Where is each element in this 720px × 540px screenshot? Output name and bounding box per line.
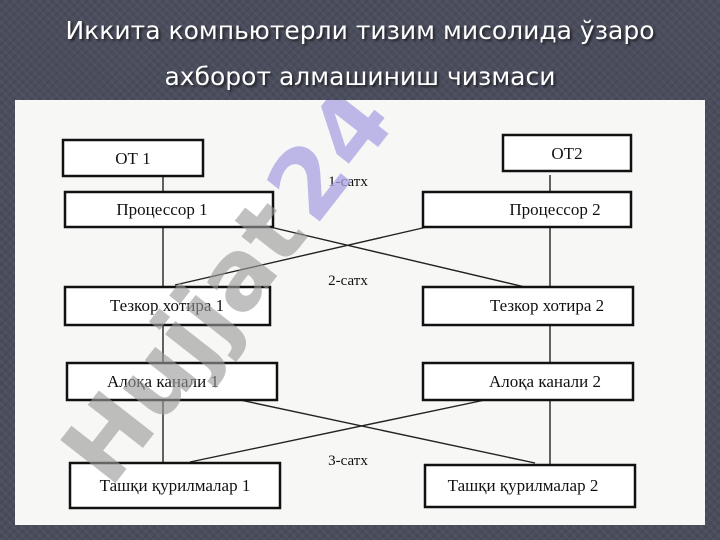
slide-title-line-2: ахборот алмашиниш чизмаси xyxy=(164,62,556,91)
slide-title-line-1: Иккита компьютерли тизим мисолида ўзаро xyxy=(65,16,655,45)
box-channel-1-label: Алоқа канали 1 xyxy=(107,372,219,391)
box-processor-1: Процессор 1 xyxy=(63,190,275,229)
diagram-area: ОТ 1 Процессор 1 Тезкор хотира 1 Алоқа к… xyxy=(15,100,705,525)
box-processor-2-label: Процессор 2 xyxy=(509,200,600,219)
box-memory-2: Тезкор хотира 2 xyxy=(421,285,635,327)
box-devices-1-label: Ташқи қурилмалар 1 xyxy=(100,476,251,495)
level-label-3: 3-сатх xyxy=(328,453,368,469)
box-devices-1: Ташқи қурилмалар 1 xyxy=(68,461,282,510)
box-os-1-label: ОТ 1 xyxy=(115,149,150,168)
cross-link-processor1-memory2 xyxy=(269,226,526,288)
box-os-1: ОТ 1 xyxy=(61,138,205,178)
box-processor-1-label: Процессор 1 xyxy=(116,200,207,219)
box-channel-2-label: Алоқа канали 2 xyxy=(489,372,601,391)
box-channel-2: Алоқа канали 2 xyxy=(421,361,635,402)
interaction-diagram: ОТ 1 Процессор 1 Тезкор хотира 1 Алоқа к… xyxy=(40,100,637,510)
box-channel-1: Алоқа канали 1 xyxy=(65,361,279,402)
box-memory-1: Тезкор хотира 1 xyxy=(63,285,272,327)
level-label-2: 2-сатх xyxy=(328,273,368,289)
box-memory-2-label: Тезкор хотира 2 xyxy=(490,296,604,315)
level-label-1: 1-сатх xyxy=(328,174,368,190)
cross-link-channel1-devices2 xyxy=(239,399,536,464)
cross-link-processor2-memory1 xyxy=(174,226,428,286)
slide-title: Иккита компьютерли тизим мисолида ўзаро … xyxy=(0,8,720,100)
box-processor-2: Процессор 2 xyxy=(421,190,633,229)
cross-link-channel2-devices1 xyxy=(189,399,486,463)
box-os-2: ОТ2 xyxy=(501,133,633,173)
box-devices-2-label: Ташқи қурилмалар 2 xyxy=(448,476,599,495)
box-memory-1-label: Тезкор хотира 1 xyxy=(110,296,224,315)
box-os-2-label: ОТ2 xyxy=(551,144,582,163)
box-devices-2: Ташқи қурилмалар 2 xyxy=(423,463,637,509)
